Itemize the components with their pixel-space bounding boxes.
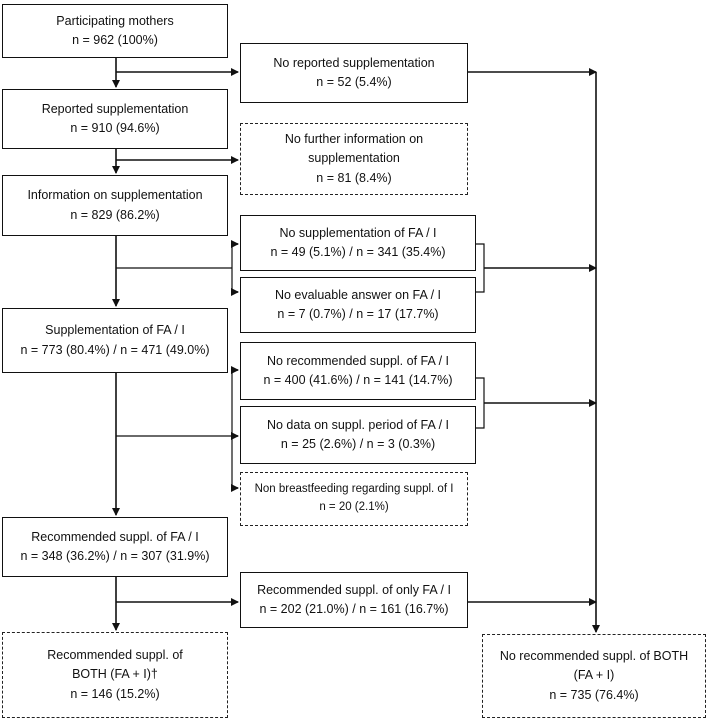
bracket-no-suppl-pair [476, 243, 485, 293]
box-recommended-both: Recommended suppl. of BOTH (FA + I)† n =… [2, 632, 228, 718]
box-title: Reported supplementation [41, 101, 189, 116]
box-title: No data on suppl. period of FA / I [266, 417, 450, 432]
box-title: Information on supplementation [27, 188, 203, 203]
box-title-line-1: Recommended suppl. of [47, 647, 183, 662]
box-count: n = 773 (80.4%) / n = 471 (49.0%) [20, 342, 210, 357]
box-no-further-information: No further information on supplementatio… [240, 123, 468, 195]
box-no-supplementation-fa-i: No supplementation of FA / I n = 49 (5.1… [240, 215, 476, 271]
box-recommended-only: Recommended suppl. of only FA / I n = 20… [240, 572, 468, 628]
box-title: No evaluable answer on FA / I [274, 287, 442, 302]
box-non-breastfeeding: Non breastfeeding regarding suppl. of I … [240, 472, 468, 526]
box-no-data-suppl-period: No data on suppl. period of FA / I n = 2… [240, 406, 476, 464]
box-count: n = 910 (94.6%) [70, 121, 160, 135]
box-title-line-1: No further information on [284, 131, 424, 146]
box-no-reported-supplementation: No reported supplementation n = 52 (5.4%… [240, 43, 468, 103]
box-count: n = 7 (0.7%) / n = 17 (17.7%) [277, 307, 439, 321]
box-title: Supplementation of FA / I [45, 323, 185, 338]
box-reported-supplementation: Reported supplementation n = 910 (94.6%) [2, 89, 228, 149]
box-count: n = 400 (41.6%) / n = 141 (14.7%) [263, 373, 453, 387]
box-title-line-2: (FA + I) [573, 668, 615, 683]
box-title: Non breastfeeding regarding suppl. of I [254, 483, 454, 496]
box-count: n = 25 (2.6%) / n = 3 (0.3%) [280, 437, 436, 451]
box-count: n = 202 (21.0%) / n = 161 (16.7%) [259, 602, 449, 616]
box-title: Participating mothers [56, 13, 174, 28]
box-no-recommended-suppl: No recommended suppl. of FA / I n = 400 … [240, 342, 476, 400]
box-no-evaluable-answer: No evaluable answer on FA / I n = 7 (0.7… [240, 277, 476, 333]
box-title: Recommended suppl. of only FA / I [257, 582, 451, 597]
box-no-recommended-both: No recommended suppl. of BOTH (FA + I) n… [482, 634, 706, 718]
box-count: n = 348 (36.2%) / n = 307 (31.9%) [20, 549, 210, 563]
box-information-on-supplementation: Information on supplementation n = 829 (… [2, 175, 228, 236]
box-title: Recommended suppl. of FA / I [31, 529, 199, 544]
box-title: No reported supplementation [273, 55, 435, 70]
box-count: n = 146 (15.2%) [70, 686, 160, 701]
box-count: n = 735 (76.4%) [549, 687, 639, 702]
box-participating-mothers: Participating mothers n = 962 (100%) [2, 4, 228, 58]
box-supplementation-fa-i: Supplementation of FA / I n = 773 (80.4%… [2, 308, 228, 373]
bracket-no-recommended-pair [476, 377, 485, 429]
box-count: n = 52 (5.4%) [316, 75, 392, 89]
box-title-line-1: No recommended suppl. of BOTH [499, 648, 689, 663]
box-title: No recommended suppl. of FA / I [266, 353, 450, 368]
box-count: n = 962 (100%) [72, 33, 158, 47]
box-title-line-2: BOTH (FA + I)† [72, 667, 158, 682]
box-count: n = 829 (86.2%) [70, 207, 160, 222]
box-count: n = 49 (5.1%) / n = 341 (35.4%) [270, 245, 446, 259]
box-count: n = 81 (8.4%) [316, 170, 392, 185]
box-title-line-2: supplementation [308, 151, 400, 166]
box-recommended-suppl: Recommended suppl. of FA / I n = 348 (36… [2, 517, 228, 577]
box-count: n = 20 (2.1%) [319, 501, 389, 513]
box-title: No supplementation of FA / I [279, 225, 437, 240]
